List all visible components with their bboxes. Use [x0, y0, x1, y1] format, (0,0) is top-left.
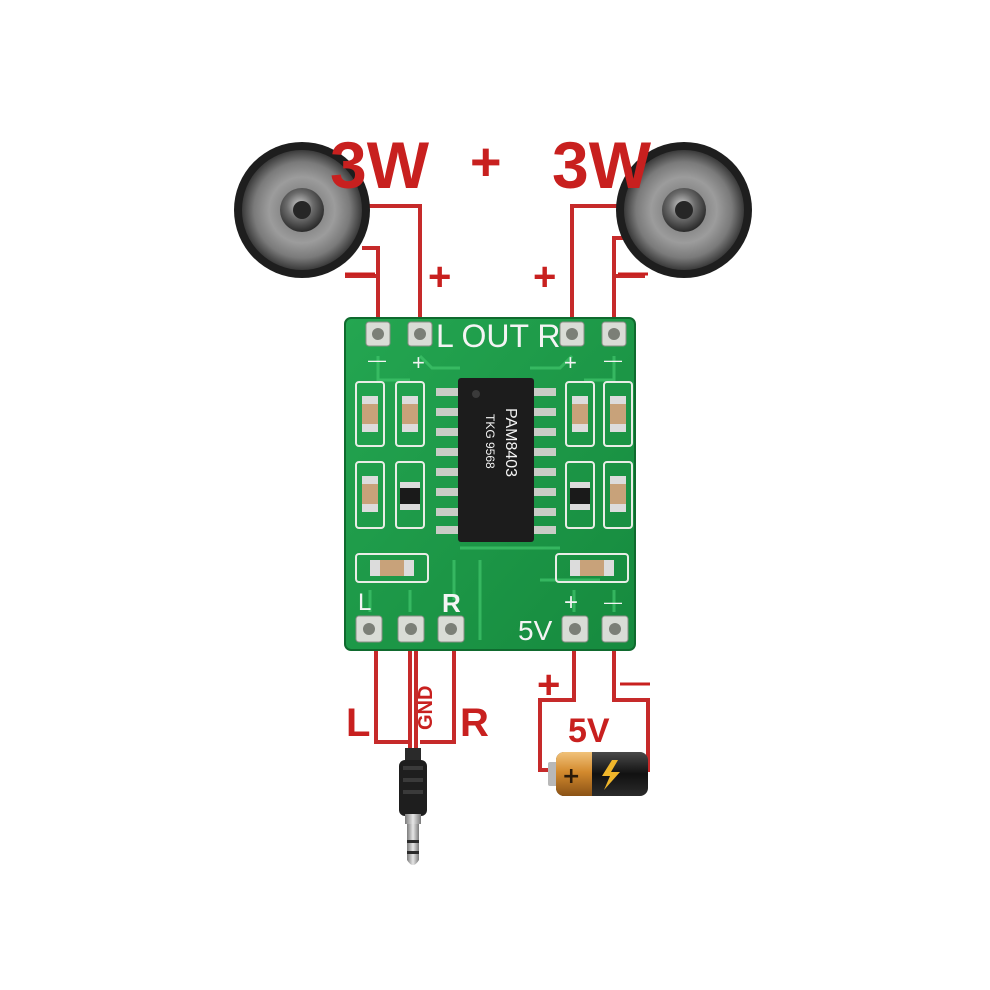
chip-text-1: PAM8403	[502, 408, 519, 477]
board-pad-left-minus-label: —	[368, 350, 386, 370]
battery-plus-symbol: +	[562, 764, 580, 789]
right-speaker-minus-label: —	[618, 256, 648, 289]
board-in-5v-label: 5V	[518, 615, 553, 646]
wire-left-speaker-minus	[345, 246, 380, 322]
input-pads	[355, 615, 629, 643]
smd-components	[355, 381, 633, 583]
board-pad-right-minus-label: —	[604, 350, 622, 370]
plus-sign-label: +	[470, 132, 502, 192]
wire-right-speaker-plus	[570, 204, 632, 322]
audio-jack-plug	[399, 748, 427, 865]
board-pad-left-plus-label: +	[412, 350, 425, 375]
power-left-label: 3W	[330, 128, 430, 202]
chip-text-2: TKG 9568	[483, 414, 497, 469]
board-out-label: L OUT R	[436, 318, 560, 354]
output-pads	[365, 321, 627, 347]
jack-r-label: R	[460, 701, 489, 745]
batt-plus-label: +	[537, 663, 560, 707]
board-in-plus-label: +	[564, 589, 578, 616]
left-speaker	[234, 142, 370, 278]
amplifier-chip: PAM8403 TKG 9568	[436, 378, 556, 542]
wire-left-speaker-plus	[358, 204, 422, 322]
jack-gnd-label: GND	[415, 686, 437, 730]
left-speaker-plus-label: +	[428, 255, 451, 299]
lightning-icon	[602, 760, 620, 790]
batt-voltage-label: 5V	[568, 712, 610, 750]
right-speaker-plus-label: +	[533, 255, 556, 299]
board-in-l-label: L	[358, 589, 371, 616]
amplifier-board: L OUT R — + + —	[344, 317, 636, 651]
left-speaker-minus-label: —	[345, 256, 375, 289]
battery: +	[548, 752, 648, 796]
board-pad-right-plus-label: +	[564, 350, 577, 375]
wire-jack-left	[374, 650, 412, 744]
wires	[345, 204, 650, 772]
board-in-minus-label: —	[604, 592, 622, 612]
right-speaker	[616, 142, 752, 278]
power-right-label: 3W	[552, 128, 652, 202]
jack-l-label: L	[346, 701, 370, 745]
wire-batt-plus	[538, 650, 576, 772]
wire-jack-right	[420, 650, 456, 744]
board-in-r-label: R	[442, 588, 461, 618]
batt-minus-label: —	[620, 666, 650, 699]
